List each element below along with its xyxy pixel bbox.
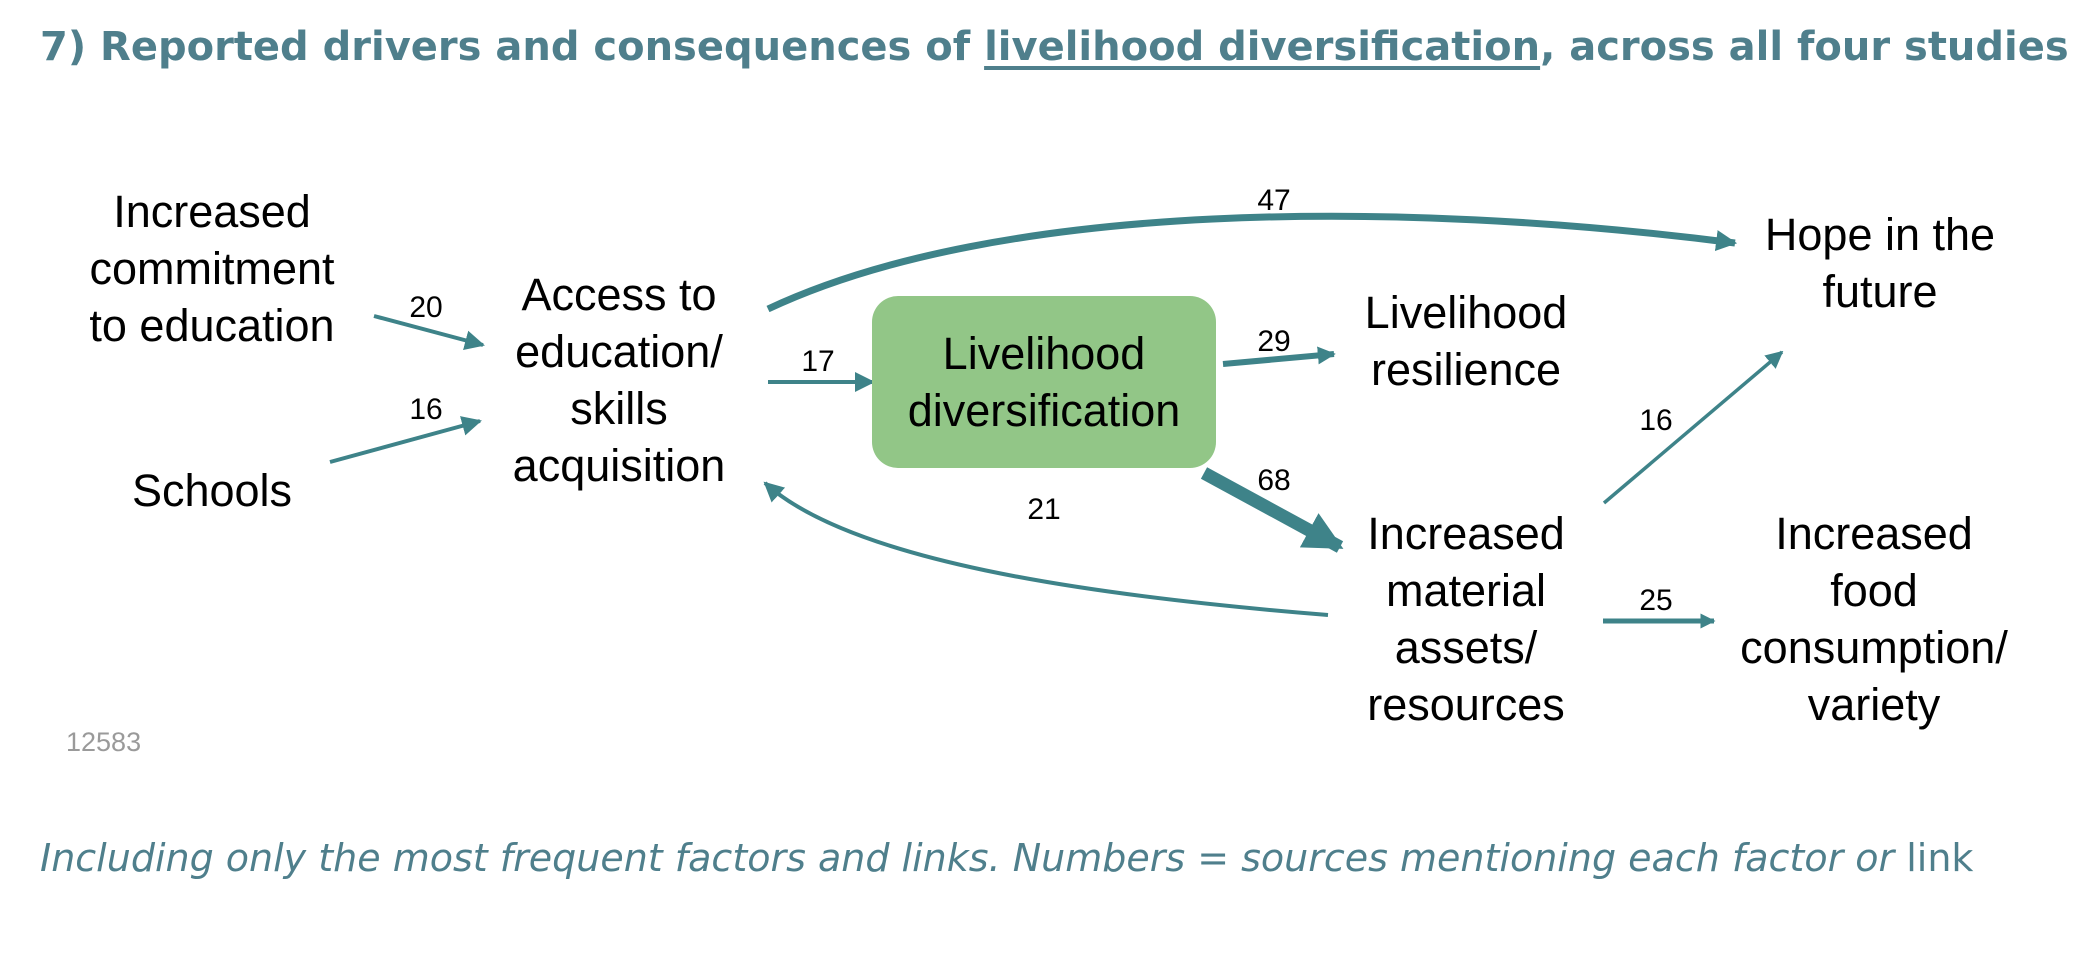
link-diversification-to-resilience (1222, 346, 1336, 367)
node-line: education/ (515, 326, 723, 377)
title-after: , across all four studies (1540, 24, 2069, 70)
node-line: diversification (907, 385, 1181, 436)
link-assets-to-hope (1602, 350, 1784, 505)
node-increased-commitment: Increased commitment to education (72, 183, 352, 354)
diagram-id: 12583 (66, 727, 142, 757)
node-line: acquisition (512, 440, 726, 491)
page-title: 7) Reported drivers and consequences of … (40, 24, 2069, 70)
link-assets-to-access (763, 481, 1329, 617)
node-increased-food-consumption: Increased food consumption/ variety (1724, 505, 2024, 733)
node-line: Hope in the (1764, 209, 1996, 260)
node-line: Increased (1775, 508, 1973, 559)
link-label-access-hope: 47 (1257, 184, 1291, 217)
node-livelihood-resilience: Livelihood resilience (1336, 284, 1596, 398)
link-label-diversification-resilience: 29 (1257, 325, 1291, 358)
link-label-access-diversification: 17 (801, 345, 835, 378)
node-line: resilience (1370, 344, 1562, 395)
link-commitment-to-access (373, 314, 485, 351)
node-line: skills (570, 383, 668, 434)
node-schools: Schools (100, 462, 324, 519)
node-livelihood-diversification: Livelihood diversification (872, 296, 1216, 468)
link-schools-to-access (329, 416, 482, 464)
node-line: variety (1807, 679, 1941, 730)
node-line: resources (1367, 679, 1565, 730)
node-line: future (1822, 266, 1938, 317)
node-line: Livelihood (1364, 287, 1568, 338)
link-label-assets-food: 25 (1639, 584, 1673, 617)
link-access-to-hope (766, 212, 1738, 313)
node-line: assets/ (1394, 622, 1538, 673)
footnote: Including only the most frequent factors… (40, 836, 1973, 880)
node-access-to-education: Access to education/ skills acquisition (488, 266, 750, 494)
node-line: Increased (113, 186, 311, 237)
title-underlined: livelihood diversification (984, 24, 1541, 70)
title-before: 7) Reported drivers and consequences of (40, 24, 985, 70)
node-line: Increased (1367, 508, 1565, 559)
link-label-schools-access: 16 (409, 393, 443, 426)
node-hope-in-the-future: Hope in the future (1740, 206, 2020, 320)
link-label-diversification-assets: 68 (1257, 464, 1291, 497)
node-line: material (1385, 565, 1547, 616)
node-line: to education (89, 300, 335, 351)
link-diversification-to-assets (1200, 467, 1344, 553)
node-line: food (1830, 565, 1918, 616)
link-label-assets-access: 21 (1027, 493, 1061, 526)
node-increased-material-assets: Increased material assets/ resources (1336, 505, 1596, 733)
node-line: commitment (89, 243, 335, 294)
node-line: Schools (131, 465, 293, 516)
node-line: Livelihood (942, 328, 1146, 379)
footnote-regular: link (1894, 836, 1974, 880)
link-label-commitment-access: 20 (409, 291, 443, 324)
node-line: Access to (521, 269, 717, 320)
node-line: consumption/ (1740, 622, 2008, 673)
footnote-italic: Including only the most frequent factors… (40, 836, 1895, 880)
link-label-assets-hope: 16 (1639, 404, 1673, 437)
